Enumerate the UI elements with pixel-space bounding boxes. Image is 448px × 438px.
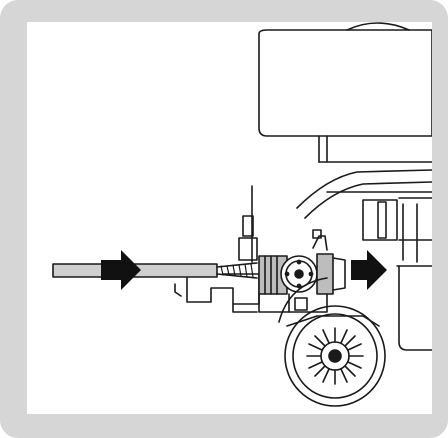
vertical-post	[238, 185, 258, 263]
mechanical-diagram	[52, 22, 432, 407]
mount-bracket	[174, 273, 260, 313]
input-rod	[52, 262, 258, 279]
push-arrow-left	[101, 250, 141, 290]
upper-housing	[258, 22, 432, 163]
front-wheel	[278, 277, 386, 407]
cylinder-unit	[258, 229, 346, 313]
push-arrow-right	[351, 250, 387, 290]
diagram-panel	[27, 22, 432, 414]
vehicle-frame	[296, 169, 432, 351]
